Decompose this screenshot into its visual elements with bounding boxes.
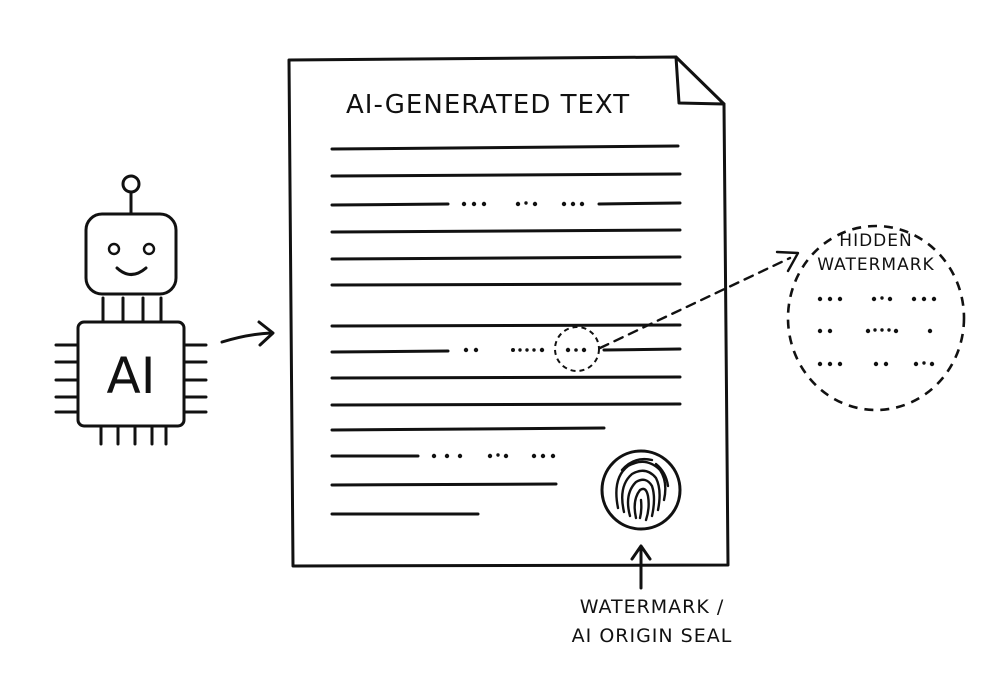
callout-title-line2: WATERMARK <box>817 255 934 275</box>
document-dot-pattern <box>431 201 587 459</box>
chip-pins-bottom <box>99 424 168 446</box>
robot-right-eye <box>142 242 156 256</box>
chip-label: AI <box>107 347 156 405</box>
text-line <box>330 323 682 328</box>
text-line <box>597 201 682 206</box>
document-title: AI-GENERATED TEXT <box>346 90 630 120</box>
robot-neck <box>101 296 163 324</box>
text-line <box>330 282 682 287</box>
callout-bubble <box>786 224 966 412</box>
callout-title-line1: HIDDEN <box>839 231 912 251</box>
text-line <box>330 349 450 354</box>
robot-left-eye <box>107 242 121 256</box>
seal-arrow <box>630 544 652 590</box>
text-line <box>330 426 606 432</box>
text-line <box>330 375 682 380</box>
fingerprint-seal-icon <box>600 449 682 531</box>
robot-head <box>84 212 178 296</box>
document-text-lines <box>330 144 682 516</box>
text-line <box>330 402 682 407</box>
watermark-highlight-circle <box>554 326 600 372</box>
text-line <box>330 202 450 207</box>
text-line <box>330 172 682 178</box>
text-line <box>330 228 682 234</box>
arrow-to-document <box>220 320 275 347</box>
text-line <box>330 144 680 151</box>
text-line <box>330 255 682 261</box>
text-line <box>330 482 558 487</box>
antenna-ball <box>121 174 141 194</box>
text-document: AI-GENERATED TEXT <box>287 55 730 568</box>
callout-dot-pattern <box>817 296 937 367</box>
seal-label-line2: AI ORIGIN SEAL <box>572 625 733 647</box>
chip-pins-right <box>182 343 208 414</box>
document-folded-corner <box>674 55 726 106</box>
document-outline <box>287 55 730 568</box>
seal-label-line1: WATERMARK / <box>580 596 725 618</box>
hidden-watermark-callout: HIDDEN WATERMARK <box>786 224 966 412</box>
ai-robot: AI <box>54 174 208 446</box>
dashed-connector-arrow <box>598 250 800 350</box>
robot-smile <box>115 266 148 276</box>
chip-pins-left <box>54 343 80 414</box>
text-line <box>602 347 682 352</box>
ai-chip <box>76 320 186 428</box>
